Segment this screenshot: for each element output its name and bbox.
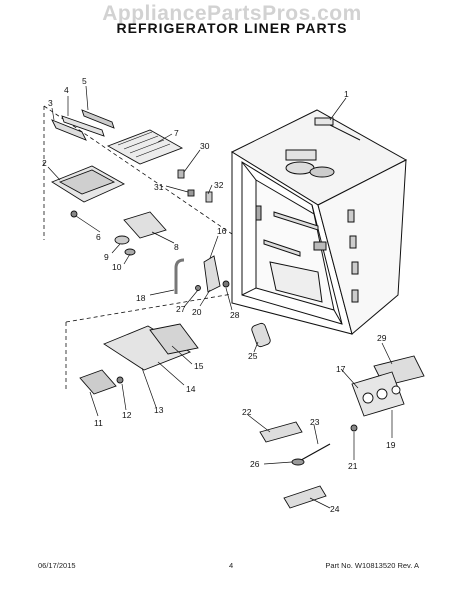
- callout-30: 30: [200, 141, 210, 151]
- footer-part-number: Part No. W10813520 Rev. A: [325, 561, 419, 570]
- callout-15: 15: [194, 361, 204, 371]
- callout-25: 25: [248, 351, 258, 361]
- callout-31: 31: [154, 182, 164, 192]
- callout-11: 11: [94, 418, 103, 428]
- callout-4: 4: [64, 85, 69, 95]
- callout-22: 22: [242, 407, 252, 417]
- callout-6: 6: [96, 232, 101, 242]
- callout-leader-lines: [47, 85, 393, 509]
- callout-13: 13: [154, 405, 164, 415]
- callout-26: 26: [250, 459, 260, 469]
- callout-2: 2: [42, 158, 47, 168]
- callout-29: 29: [377, 333, 387, 343]
- callout-16: 16: [217, 226, 227, 236]
- callout-12: 12: [122, 410, 132, 420]
- callout-19: 19: [386, 440, 396, 450]
- callout-9: 9: [104, 252, 109, 262]
- callout-8: 8: [174, 242, 179, 252]
- footer-date: 06/17/2015: [38, 561, 76, 570]
- callout-21: 21: [348, 461, 358, 471]
- callout-23: 23: [310, 417, 320, 427]
- callout-14: 14: [186, 384, 196, 394]
- callout-10: 10: [112, 262, 122, 272]
- callout-1: 1: [344, 89, 349, 99]
- watermark-text: AppliancePartsPros.com: [102, 2, 362, 25]
- callout-24: 24: [330, 504, 340, 514]
- part-control-assembly-drawing: [259, 355, 425, 509]
- callout-17: 17: [336, 364, 346, 374]
- callout-3: 3: [48, 98, 53, 108]
- callout-28: 28: [230, 310, 240, 320]
- footer-page-number: 4: [229, 561, 234, 570]
- callout-7: 7: [174, 128, 179, 138]
- callout-27: 27: [176, 304, 186, 314]
- callout-labels: 1 2 3 4 5 6 7 8 9 10 11 12 13 14 15 16 1…: [42, 76, 396, 514]
- callout-32: 32: [214, 180, 224, 190]
- callout-20: 20: [192, 307, 202, 317]
- callout-18: 18: [136, 293, 146, 303]
- page-title: REFRIGERATOR LINER PARTS: [116, 20, 348, 36]
- callout-5: 5: [82, 76, 87, 86]
- part-liner-drawing: [230, 109, 408, 335]
